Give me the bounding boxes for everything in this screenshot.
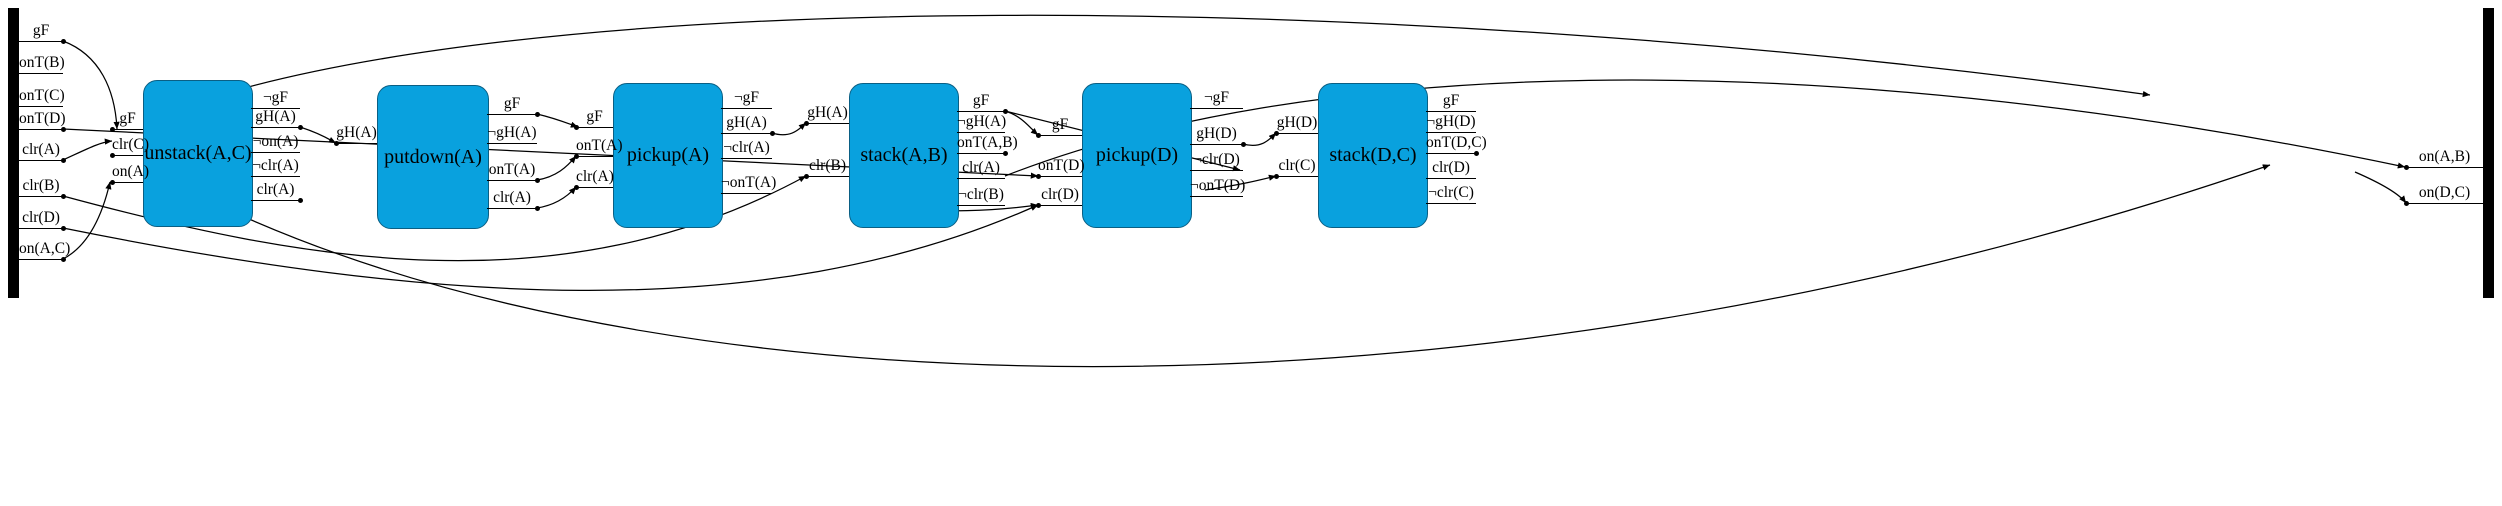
effect-label: onT(D,C) — [1426, 134, 1487, 151]
effect-label: ¬gH(A) — [957, 113, 1007, 130]
goal-prop-label: on(A,B) — [2418, 148, 2471, 165]
init-prop-label: gF — [32, 22, 50, 39]
action-node-label: unstack(A,C) — [144, 142, 252, 164]
effect-label: ¬gF — [1203, 89, 1230, 106]
init-prop-label: on(A,C) — [19, 240, 71, 257]
effect-label: gH(A) — [255, 108, 296, 125]
init-prop-label: clr(D) — [22, 209, 60, 226]
init-prop-label: clr(A) — [22, 141, 60, 158]
action-node-label: stack(A,B) — [860, 144, 948, 166]
goal-state-bar — [2483, 8, 2494, 298]
precondition-label: clr(B) — [808, 157, 846, 174]
action-node-putdown[interactable]: putdown(A) — [377, 85, 489, 229]
init-prop-label: onT(D) — [19, 110, 66, 127]
effect-label: clr(D) — [1432, 159, 1470, 176]
precondition-label: gF — [1051, 116, 1069, 133]
effect-label: ¬on(A) — [252, 133, 299, 150]
effect-label: clr(A) — [256, 181, 295, 198]
initial-state-bar — [8, 8, 19, 298]
init-prop-label: onT(C) — [19, 87, 65, 104]
action-node-stack-ab[interactable]: stack(A,B) — [849, 83, 959, 228]
effect-label: clr(A) — [493, 189, 531, 206]
action-node-pickup-a[interactable]: pickup(A) — [613, 83, 723, 228]
effect-label: ¬clr(A) — [252, 157, 299, 174]
goal-prop-label: on(D,C) — [2418, 184, 2471, 201]
effect-label: ¬onT(D) — [1190, 177, 1246, 194]
effect-label: ¬gH(D) — [1426, 113, 1476, 130]
precondition-label: onT(A) — [576, 137, 623, 154]
precondition-label: onT(D) — [1038, 157, 1085, 174]
effect-label: onT(A) — [488, 161, 536, 178]
precondition-label: clr(D) — [1041, 186, 1079, 203]
action-node-label: pickup(A) — [626, 144, 710, 166]
effect-label: ¬onT(A) — [721, 174, 777, 191]
action-node-stack-dc[interactable]: stack(D,C) — [1318, 83, 1428, 228]
action-node-pickup-d[interactable]: pickup(D) — [1082, 83, 1192, 228]
effect-label: gF — [972, 92, 990, 109]
action-node-label: putdown(A) — [384, 145, 482, 168]
init-prop-label: clr(B) — [22, 177, 60, 194]
effect-label: ¬clr(C) — [1428, 184, 1474, 201]
effect-label: ¬clr(B) — [958, 186, 1004, 203]
precondition-label: gH(D) — [1276, 114, 1318, 131]
precondition-label: gF — [586, 108, 603, 125]
effect-label: gF — [503, 95, 521, 112]
precondition-label: gF — [119, 110, 136, 127]
effect-label: gH(D) — [1196, 125, 1237, 142]
precondition-label: clr(C) — [1278, 157, 1316, 174]
precondition-label: on(A) — [112, 163, 150, 180]
action-node-unstack[interactable]: unstack(A,C) — [143, 80, 253, 227]
precondition-label: gH(A) — [336, 124, 377, 141]
precondition-label: gH(A) — [807, 104, 848, 121]
precondition-label: clr(A) — [576, 168, 614, 185]
effect-label: gH(A) — [726, 114, 767, 131]
action-node-label: pickup(D) — [1095, 144, 1179, 166]
effect-label: onT(A,B) — [957, 134, 1018, 151]
effect-label: ¬clr(A) — [723, 139, 770, 156]
effect-label: ¬gH(A) — [487, 124, 537, 141]
effect-label: ¬gF — [733, 89, 760, 106]
effect-label: ¬clr(D) — [1193, 151, 1240, 168]
init-prop-label: onT(B) — [19, 54, 65, 71]
effect-label: ¬gF — [262, 89, 289, 106]
effect-label: gF — [1442, 92, 1460, 109]
precondition-label: clr(C) — [112, 136, 150, 153]
action-node-label: stack(D,C) — [1329, 144, 1417, 166]
effect-label: clr(A) — [962, 159, 1000, 176]
